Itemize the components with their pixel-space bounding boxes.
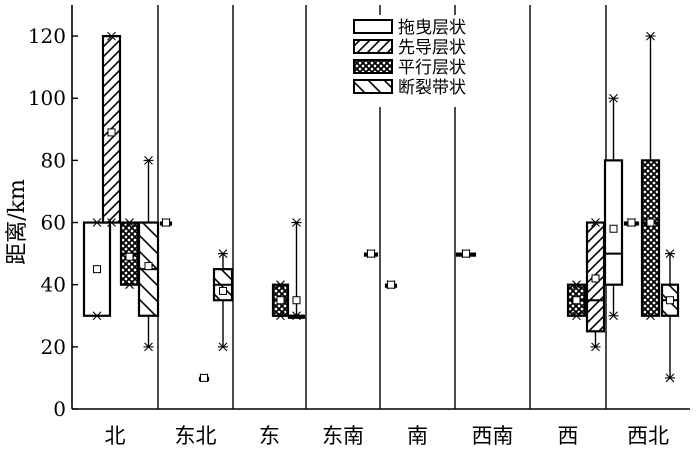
box-北-平行层状 <box>119 218 140 290</box>
mean-marker <box>219 286 227 295</box>
legend-swatch <box>353 59 393 74</box>
mean-marker <box>200 373 208 382</box>
mean-marker <box>144 262 153 271</box>
mean-marker <box>572 296 581 305</box>
box-东北-先导层状 <box>198 373 210 383</box>
category-label: 西南 <box>472 424 514 448</box>
y-tick-label: 20 <box>41 335 66 359</box>
mean-marker <box>292 296 301 305</box>
mean-marker <box>125 252 134 261</box>
mean-marker <box>276 296 285 305</box>
box-body <box>603 159 624 286</box>
legend-label: 先导层状 <box>398 38 466 58</box>
box-北-先导层状 <box>101 31 122 227</box>
category-label: 东 <box>259 424 280 448</box>
box-西北-断裂带状 <box>660 249 680 383</box>
mean-marker <box>162 218 170 227</box>
box-西北-拖曳层状 <box>623 218 640 227</box>
mean-marker <box>591 274 600 283</box>
legend-label: 平行层状 <box>398 58 466 78</box>
legend-swatch <box>353 39 393 54</box>
category-label: 北 <box>105 424 126 448</box>
mean-marker <box>107 128 116 137</box>
box-北-断裂带状 <box>137 155 160 352</box>
box-西-拖曳层状 <box>603 93 624 321</box>
box-西-先导层状 <box>585 218 606 352</box>
legend-swatch <box>353 79 393 94</box>
box-东-平行层状 <box>271 280 290 321</box>
box-东南-断裂带状 <box>363 249 379 259</box>
box-西-平行层状 <box>566 280 587 321</box>
category-label: 东北 <box>175 424 217 448</box>
y-tick-label: 100 <box>28 86 66 110</box>
legend-swatch <box>353 19 393 34</box>
legend-label: 断裂带状 <box>398 78 466 98</box>
mean-marker <box>387 280 395 289</box>
mean-marker <box>646 218 655 227</box>
y-tick-label: 120 <box>28 24 66 48</box>
box-西北-平行层状 <box>640 31 661 321</box>
box-body <box>640 159 661 317</box>
mean-marker <box>462 249 470 258</box>
box-东-断裂带状 <box>287 218 306 321</box>
y-axis-title: 距离/km <box>5 179 30 265</box>
y-tick-label: 60 <box>41 211 66 235</box>
plot-frame <box>71 5 690 410</box>
box-北-拖曳层状 <box>82 218 112 321</box>
box-西南-拖曳层状 <box>455 249 477 259</box>
box-group <box>82 31 680 383</box>
y-tick-label: 40 <box>41 273 66 297</box>
mean-marker <box>666 296 674 305</box>
y-axis: 0 20 40 60 80 100 120 <box>28 24 78 421</box>
box-南-拖曳层状 <box>384 280 398 290</box>
x-axis-labels: 北 东北 东 东南 南 西南 西 西北 <box>105 424 670 448</box>
y-tick-label: 0 <box>53 397 66 421</box>
mean-marker <box>93 265 101 274</box>
category-label: 西 <box>558 424 579 448</box>
box-东北-断裂带状 <box>212 249 234 352</box>
legend-label: 拖曳层状 <box>398 18 466 38</box>
y-tick-label: 80 <box>41 148 66 172</box>
category-label: 南 <box>407 424 428 448</box>
box-东北-拖曳层状 <box>159 218 173 227</box>
category-label: 东南 <box>322 424 364 448</box>
category-label: 西北 <box>627 424 669 448</box>
mean-marker <box>367 249 375 258</box>
mean-marker <box>627 218 636 227</box>
mean-marker <box>609 224 618 233</box>
